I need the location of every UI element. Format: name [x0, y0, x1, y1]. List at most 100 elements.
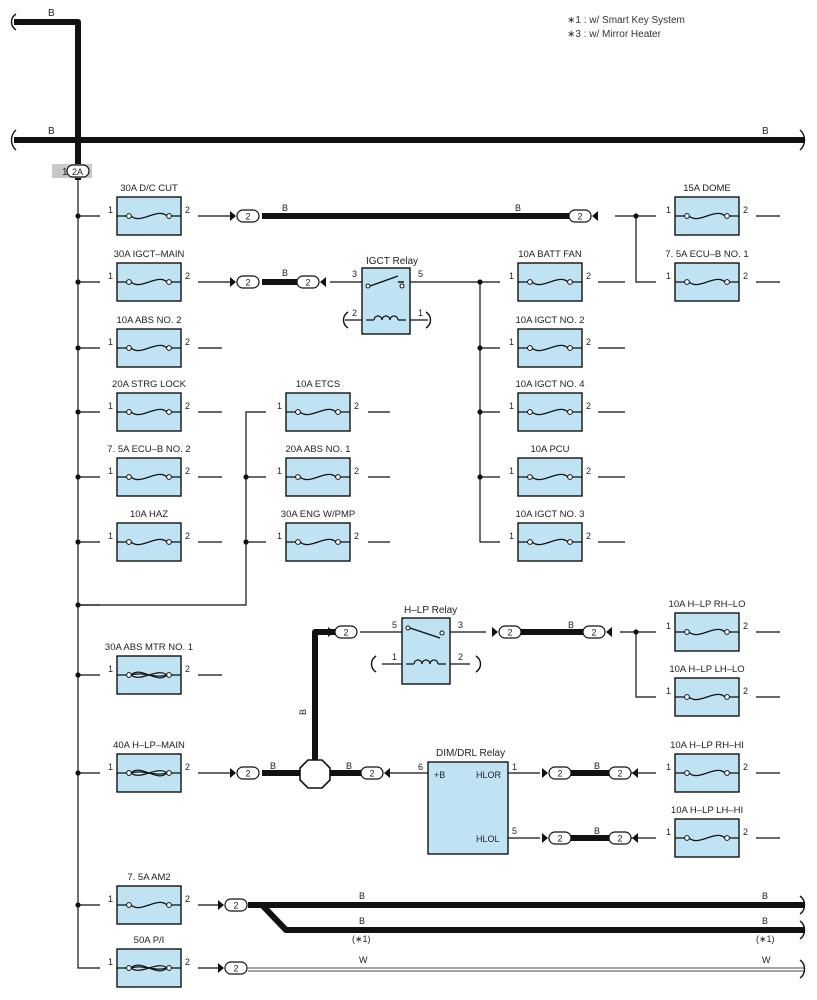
- junction-dot: [75, 474, 81, 480]
- connector: 2: [568, 209, 592, 223]
- igct-pin-3: 3: [352, 269, 357, 279]
- junction-connector: 1 2A: [52, 164, 92, 178]
- junction-dot: [633, 629, 639, 635]
- connector-arrow: [542, 768, 548, 778]
- fuse-pin-in: 1: [509, 466, 514, 476]
- fuse-pin-out: 2: [586, 466, 591, 476]
- fuse-pin-out: 2: [185, 957, 190, 967]
- fuse-pin-in: 1: [108, 894, 113, 904]
- wire-label: B: [298, 709, 308, 715]
- connector-label: 2: [369, 769, 374, 779]
- fuse-label: 10A IGCT NO. 2: [516, 315, 585, 326]
- note-mirror-heater: ∗3 : w/ Mirror Heater: [567, 29, 661, 40]
- wire-note: (∗1): [352, 934, 371, 944]
- junction-dots: [75, 213, 639, 908]
- wire-label: B: [282, 203, 288, 213]
- fuse-label: 30A IGCT–MAIN: [114, 249, 185, 260]
- connector: 2: [498, 625, 522, 639]
- fuse-pin-in: 1: [108, 466, 113, 476]
- thick-wires: [14, 19, 805, 933]
- dim-drl-relay-label: DIM/DRL Relay: [436, 748, 505, 759]
- connector-arrow: [230, 211, 236, 221]
- junction-dot: [477, 345, 483, 351]
- fuse-pin-out: 2: [586, 401, 591, 411]
- fuse-label: 15A DOME: [683, 183, 731, 194]
- fuse-label: 30A D/C CUT: [120, 183, 178, 194]
- connector: 2: [236, 275, 260, 289]
- connector: 2: [334, 625, 358, 639]
- connector-arrow: [218, 900, 224, 910]
- dim-terminal-hlol: HLOL: [476, 834, 500, 844]
- connector: 2: [608, 831, 632, 845]
- fuse-pin-in: 1: [277, 531, 282, 541]
- fuse-pin-in: 1: [277, 466, 282, 476]
- fuse-pin-out: 2: [586, 337, 591, 347]
- fuse-pin-in: 1: [509, 401, 514, 411]
- wire-label: B: [568, 620, 574, 630]
- junction-dot: [633, 213, 639, 219]
- wire-label: B: [594, 761, 600, 771]
- connector-arrow: [592, 211, 598, 221]
- fuse-label: 20A STRG LOCK: [112, 379, 187, 390]
- fuse-label: 10A H–LP LH–HI: [671, 805, 743, 816]
- igct-relay: IGCT Relay 3 5 2 1: [352, 256, 423, 335]
- junction-dot: [75, 409, 81, 415]
- junction-connector-label: 2A: [72, 167, 83, 177]
- junction-dot: [243, 539, 249, 545]
- connector-arrow: [632, 768, 638, 778]
- hlp-pin-1: 1: [392, 652, 397, 662]
- fuse-pin-out: 2: [743, 621, 748, 631]
- wire-label: B: [359, 916, 365, 926]
- junction-dot: [75, 539, 81, 545]
- connector-arrow: [606, 627, 612, 637]
- fuse-pin-in: 1: [666, 205, 671, 215]
- dim-pin-6: 6: [418, 762, 423, 772]
- junction-dot: [75, 770, 81, 776]
- connector: 2: [236, 766, 260, 780]
- fuse-label: 20A ABS NO. 1: [286, 444, 351, 455]
- hlp-pin-5: 5: [392, 620, 397, 630]
- fuse-pin-in: 1: [108, 531, 113, 541]
- fuse-pin-out: 2: [586, 531, 591, 541]
- wire-label: W: [762, 955, 771, 965]
- fuse-label: 10A H–LP RH–LO: [669, 599, 746, 610]
- fuse-label: 10A IGCT NO. 3: [516, 509, 585, 520]
- wire-label: B: [282, 268, 288, 278]
- h-lp-relay-label: H–LP Relay: [404, 605, 457, 616]
- connector-label: 2: [245, 769, 250, 779]
- dim-drl-relay: DIM/DRL Relay 6 1 5 +B HLOR HLOL: [418, 748, 517, 855]
- connector-label: 2: [305, 278, 310, 288]
- fuse-pin-in: 1: [509, 271, 514, 281]
- fuse-label: 10A BATT FAN: [518, 249, 582, 260]
- junction-dot: [75, 672, 81, 678]
- fuse-pin-out: 2: [185, 271, 190, 281]
- fuse-pin-out: 2: [185, 337, 190, 347]
- junction-dot: [75, 345, 81, 351]
- wire-break-marks: [10, 13, 806, 979]
- connector-arrow: [328, 627, 334, 637]
- fuse-pin-out: 2: [743, 686, 748, 696]
- junction-dot: [75, 279, 81, 285]
- fuse-label: 30A ABS MTR NO. 1: [105, 642, 193, 653]
- junction-dot: [243, 474, 249, 480]
- fuse-pin-in: 1: [108, 664, 113, 674]
- connector-label: 2: [233, 964, 238, 974]
- igct-relay-label: IGCT Relay: [366, 256, 418, 267]
- fuse-pin-in: 1: [108, 762, 113, 772]
- fuse-label: 10A H–LP LH–LO: [669, 664, 744, 675]
- connector: 2: [224, 898, 248, 912]
- note-smart-key: ∗1 : w/ Smart Key System: [567, 15, 685, 26]
